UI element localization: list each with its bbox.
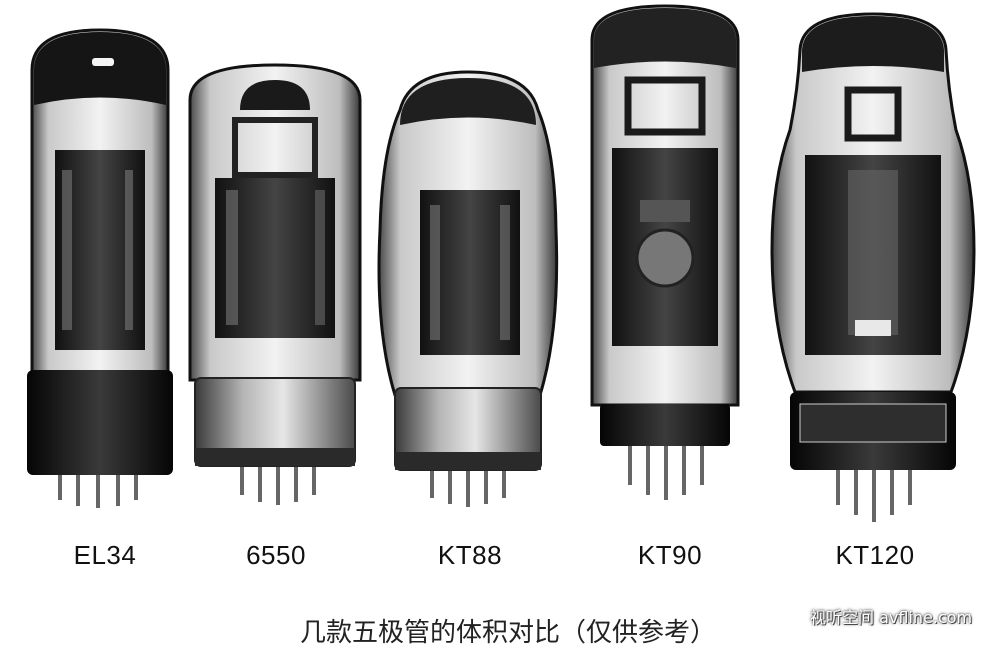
tube-pins xyxy=(240,465,316,505)
tube-base xyxy=(27,370,173,475)
tube-pins xyxy=(628,445,704,500)
tube-6550 xyxy=(188,63,362,505)
tube-label-6550: 6550 xyxy=(246,540,306,570)
tube-pins xyxy=(836,470,912,522)
tube-kt120 xyxy=(770,12,976,522)
tube-label-kt90: KT90 xyxy=(637,540,703,570)
tube-getter-top xyxy=(34,32,166,105)
tube-kt88 xyxy=(377,70,559,507)
tube-pins xyxy=(430,468,506,507)
tube-base xyxy=(600,404,730,446)
tube-label-kt88: KT88 xyxy=(437,540,503,570)
figure-caption: 几款五极管的体积对比（仅供参考） xyxy=(300,618,717,648)
tube-label-el34: EL34 xyxy=(73,540,137,570)
tube-kt90 xyxy=(590,4,740,500)
tube-el34 xyxy=(27,28,173,508)
site-watermark: 视听空间 avfline.com xyxy=(810,608,973,627)
tube-label-kt120: KT120 xyxy=(835,540,915,570)
tube-pins xyxy=(58,470,138,508)
